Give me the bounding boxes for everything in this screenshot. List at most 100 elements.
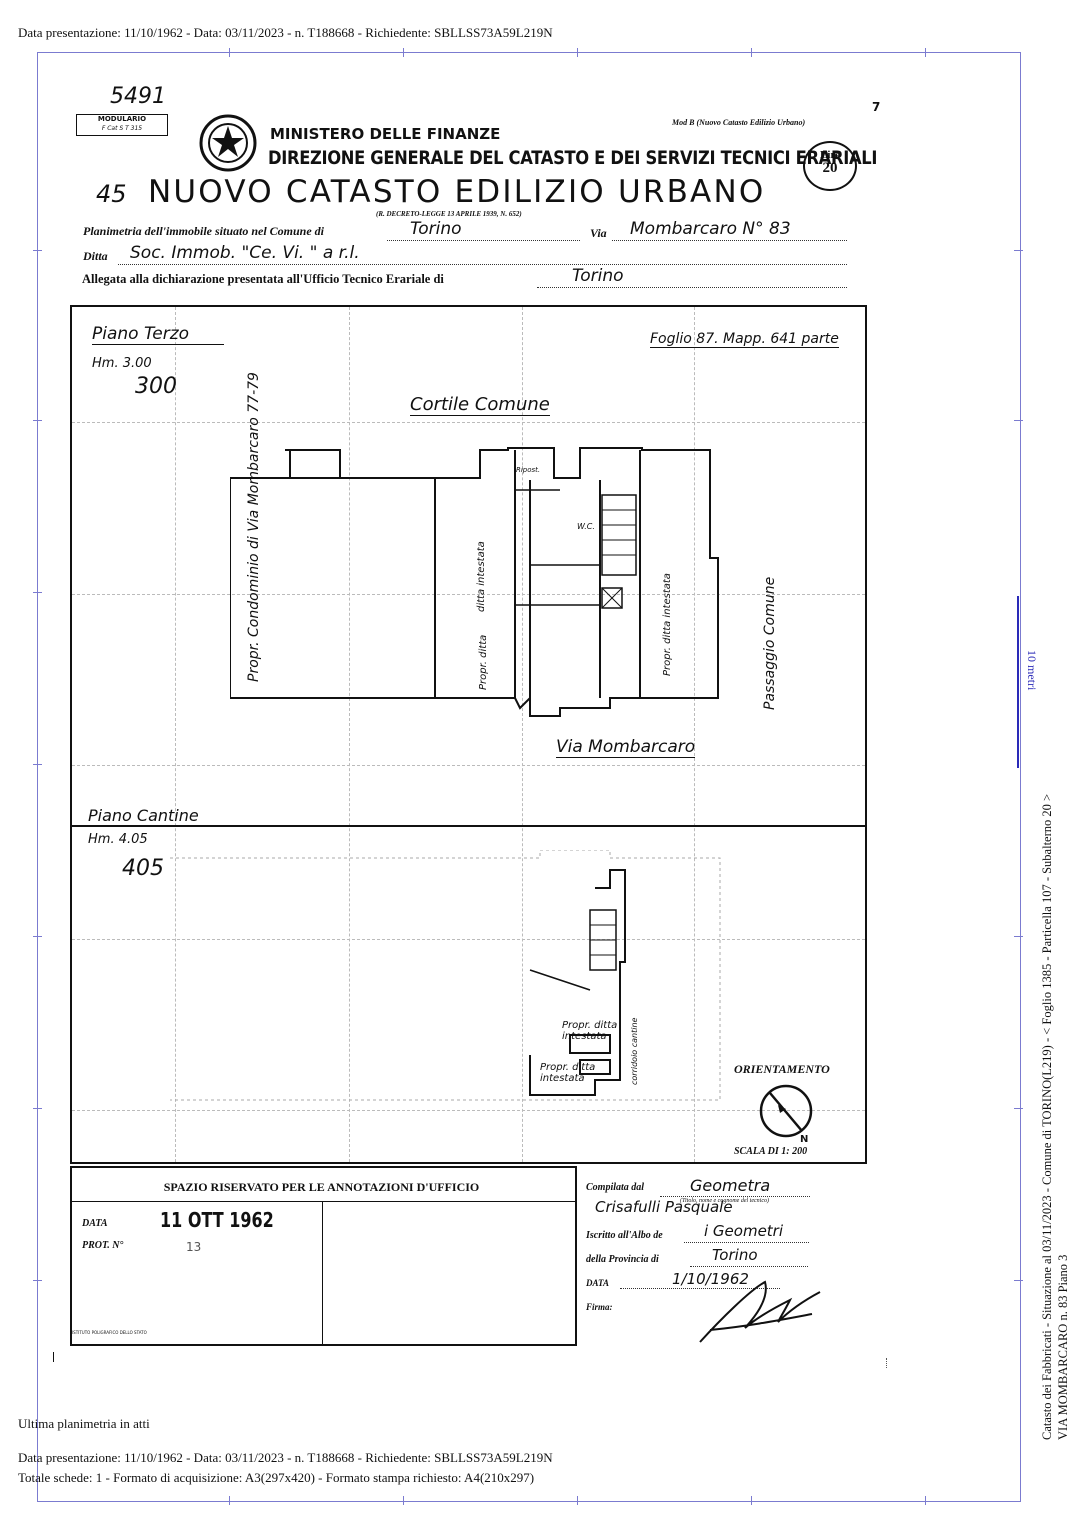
frame-tick: [33, 1280, 42, 1281]
tecnico-name: Crisafulli Pasquale: [595, 1198, 733, 1216]
frame-tick: [33, 250, 42, 251]
tecnico-note: (Titolo, nome e cognome del tecnico): [680, 1198, 769, 1204]
via-value: Mombarcaro N° 83: [630, 219, 791, 239]
lire-label: Lire: [820, 149, 840, 161]
modulario-code: F Cat S T 315: [101, 125, 143, 132]
office-box: [70, 1166, 577, 1346]
frame-tick: [33, 1108, 42, 1109]
frame-tick: [1014, 936, 1023, 937]
allegata-label: Allegata alla dichiarazione presentata a…: [82, 272, 444, 286]
passaggio-label: Passaggio Comune: [762, 576, 778, 710]
dotted-line: [387, 240, 580, 241]
dotted-line: [684, 1242, 809, 1243]
compilata-value: Geometra: [690, 1176, 771, 1195]
condominio-label: Propr. Condominio di Via Mombarcaro 77-7…: [246, 372, 262, 682]
frame-tick: [229, 48, 230, 57]
scan-mark: [53, 1352, 54, 1362]
piano-cantine-label: Piano Cantine: [88, 806, 220, 826]
frame-tick: [577, 1496, 578, 1505]
footer-line-2: Totale schede: 1 - Formato di acquisizio…: [18, 1470, 535, 1485]
provincia-value: Torino: [712, 1246, 758, 1264]
frame-tick: [33, 764, 42, 765]
frame-tick: [229, 1496, 230, 1505]
frame-tick: [403, 48, 404, 57]
piano-terzo-label: Piano Terzo: [92, 324, 224, 345]
hm-cantine-handwritten: 405: [122, 856, 164, 881]
compiled-data-label: DATA: [586, 1278, 610, 1288]
dotted-line: [537, 287, 847, 288]
modulario-label: MODULARIO: [97, 115, 147, 123]
printer-label: ISTITUTO POLIGRAFICO DELLO STATO: [72, 1330, 147, 1335]
cantine-propr-2: Propr. ditta intestata: [540, 1062, 596, 1084]
side-address: VIA MOMBARCARO n. 83 Piano 3: [1056, 1254, 1070, 1440]
hm-terzo: Hm. 3.00: [92, 356, 152, 371]
side-cadastre-info: Catasto dei Fabbricati - Situazione al 0…: [1040, 793, 1054, 1440]
frame-tick: [751, 1496, 752, 1505]
handwritten-number: 5491: [110, 84, 166, 109]
lire-value: 20: [822, 160, 838, 176]
cantine-propr-1: Propr. ditta intestata: [562, 1020, 618, 1042]
cantine-outline: [170, 850, 721, 1101]
direzione-title: DIREZIONE GENERALE DEL CATASTO E DEI SER…: [268, 147, 878, 169]
dotted-line: [690, 1266, 808, 1267]
frame-tick: [1014, 420, 1023, 421]
ripostiglio-label: Ripost.: [516, 466, 541, 474]
frame-tick: [33, 936, 42, 937]
comune-value: Torino: [410, 219, 462, 239]
dotted-line: [660, 1196, 810, 1197]
cortile-label: Cortile Comune: [410, 394, 550, 416]
building-outline: [230, 447, 719, 717]
planimetria-label: Planimetria dell'immobile situato nel Co…: [83, 224, 325, 238]
lire-stamp: Lire 20: [803, 141, 857, 191]
iscritto-value: i Geometri: [704, 1222, 784, 1240]
ditta-value: Soc. Immob. "Ce. Vi. " a r.l.: [130, 243, 360, 263]
prot-label: PROT. N°: [82, 1240, 124, 1251]
provincia-label: della Provincia di: [586, 1254, 659, 1265]
frame-tick: [925, 48, 926, 57]
decree: (R. DECRETO-LEGGE 13 APRILE 1939, N. 652…: [376, 210, 522, 218]
scan-mark: [886, 1358, 890, 1368]
ditta-intestata-label: ditta intestata: [476, 541, 487, 612]
floor-plan: [70, 305, 867, 1164]
frame-tick: [403, 1496, 404, 1505]
title-prefix: 45: [96, 180, 127, 208]
office-data-value: 11 OTT 1962: [160, 1208, 274, 1232]
north-label: N: [800, 1134, 809, 1145]
scale-bar: [1017, 596, 1019, 768]
form-title: NUOVO CATASTO EDILIZIO URBANO: [148, 174, 766, 210]
frame-tick: [1014, 250, 1023, 251]
dotted-line: [620, 1288, 780, 1289]
header-line: Data presentazione: 11/10/1962 - Data: 0…: [18, 25, 553, 40]
hm-terzo-handwritten: 300: [135, 374, 177, 399]
dotted-line: [612, 240, 847, 241]
ufficio-value: Torino: [572, 266, 624, 286]
ditta-label: Ditta: [83, 249, 108, 263]
via-mombarcaro-label: Via Mombarcaro: [556, 737, 696, 758]
orientamento-label: ORIENTAMENTO: [734, 1062, 830, 1076]
via-label: Via: [590, 226, 607, 240]
section-divider: [72, 825, 865, 827]
propr-ditta-intestata-label: Propr. ditta intestata: [662, 573, 673, 676]
office-title: SPAZIO RISERVATO PER LE ANNOTAZIONI D'UF…: [163, 1180, 480, 1194]
iscritto-label: Iscritto all'Albo de: [586, 1230, 663, 1241]
frame-tick: [577, 48, 578, 57]
frame-tick: [925, 1496, 926, 1505]
propr-ditta-label: Propr. ditta: [478, 634, 489, 690]
firma-label: Firma:: [586, 1302, 613, 1312]
office-data-label: DATA: [82, 1218, 108, 1229]
foglio-label: Foglio 87. Mapp. 641 parte: [650, 331, 839, 348]
footer-line-1: Data presentazione: 11/10/1962 - Data: 0…: [18, 1450, 553, 1465]
mod-label: Mod B (Nuovo Catasto Edilizio Urbano): [672, 118, 806, 127]
hm-cantine: Hm. 4.05: [88, 832, 148, 847]
dotted-line: [118, 264, 847, 265]
signature-icon: [699, 1280, 821, 1343]
frame-tick: [751, 48, 752, 57]
corridoio-label: corridoio cantine: [630, 1017, 639, 1085]
compiled-data-value: 1/10/1962: [672, 1270, 749, 1288]
north-arrow-icon: [759, 1084, 813, 1138]
wc-label: W.C.: [577, 522, 595, 531]
prot-value: 13: [186, 1240, 202, 1254]
republic-emblem-icon: [199, 114, 257, 172]
frame-tick: [1014, 1108, 1023, 1109]
frame-tick: [33, 420, 42, 421]
